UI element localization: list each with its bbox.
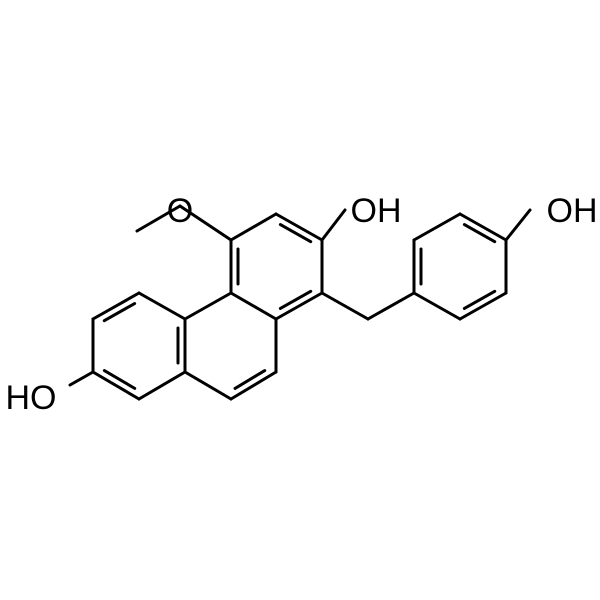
bond-line (458, 291, 508, 321)
bond-line (229, 291, 278, 321)
bond-line (137, 291, 187, 321)
double-bond-line (462, 289, 497, 310)
bond-line (412, 291, 462, 321)
methyl-bond-line (135, 204, 182, 233)
bond-line (137, 370, 187, 401)
double-bond-line (462, 223, 497, 244)
bond-line (183, 291, 233, 321)
ring-a-hydroxyl-label: HO (6, 379, 57, 417)
benzyl-bond-line (366, 291, 416, 321)
bond-group (68, 204, 532, 401)
hydroxyl-bond-line (320, 208, 347, 242)
methoxy-oxygen-label: O (167, 192, 193, 230)
double-bond-line (102, 302, 137, 323)
bond-line (91, 291, 141, 321)
bond-line (412, 212, 462, 242)
hydroxyl-bond-line (68, 370, 95, 387)
bond-line (229, 370, 278, 401)
methoxy-bond-line (178, 204, 233, 242)
bond-line (458, 212, 508, 242)
benzyl-bond-line (320, 291, 370, 321)
bond-line (229, 212, 278, 242)
atom-label-group: O OH OH HO (6, 192, 598, 417)
bond-line (274, 291, 324, 321)
double-bond-line (278, 223, 313, 244)
double-bond-line (233, 369, 267, 390)
double-bond-line (278, 289, 313, 310)
hydroxyl-bond-line (504, 208, 532, 242)
double-bond-line (102, 369, 137, 390)
ring-c-hydroxyl-label: OH (351, 192, 402, 230)
bond-line (91, 370, 141, 401)
phenyl-hydroxyl-label: OH (547, 192, 598, 230)
bond-line (274, 212, 324, 242)
bond-line (183, 370, 233, 401)
